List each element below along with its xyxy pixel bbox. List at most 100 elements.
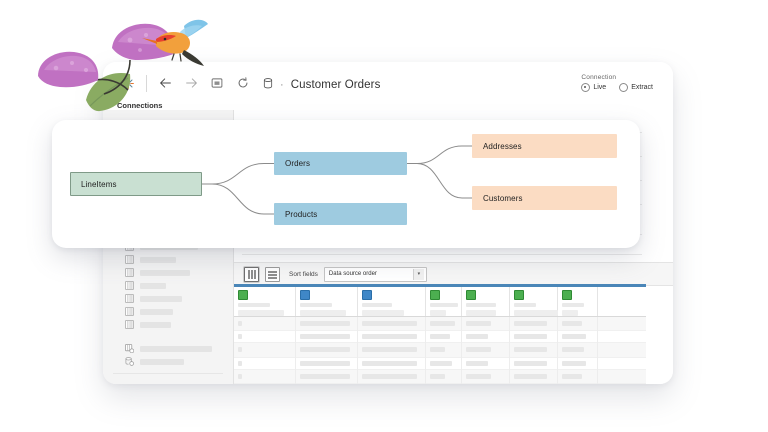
grid-header-row bbox=[234, 286, 646, 317]
sort-fields-value: Data source order bbox=[328, 271, 377, 277]
relationship-node-addresses[interactable]: Addresses bbox=[472, 134, 617, 158]
table-cell bbox=[426, 330, 462, 344]
table-row[interactable] bbox=[234, 382, 646, 384]
cell-value-placeholder bbox=[514, 373, 547, 379]
grid-column-header[interactable] bbox=[234, 286, 296, 316]
cell-value-placeholder bbox=[238, 334, 242, 340]
table-row[interactable] bbox=[234, 330, 646, 344]
arrow-right-icon[interactable] bbox=[178, 72, 204, 94]
chevron-down-icon[interactable]: ▾ bbox=[412, 268, 424, 280]
cell-value-placeholder bbox=[238, 321, 242, 327]
list-view-icon[interactable] bbox=[265, 266, 280, 282]
sidebar-table-item[interactable] bbox=[103, 266, 233, 279]
arrow-left-icon[interactable] bbox=[152, 72, 178, 94]
table-cell bbox=[426, 343, 462, 357]
grid-column-header[interactable] bbox=[510, 286, 558, 316]
grid-view-icon[interactable] bbox=[244, 266, 259, 282]
cell-value-placeholder bbox=[362, 360, 417, 366]
connection-option-extract[interactable]: Extract bbox=[619, 83, 653, 92]
table-cell bbox=[426, 356, 462, 370]
cell-value-placeholder bbox=[514, 321, 547, 327]
toolbar-icon-group bbox=[115, 72, 256, 94]
radio-live-icon[interactable] bbox=[581, 83, 591, 92]
column-source-placeholder bbox=[514, 309, 558, 316]
table-icon bbox=[125, 290, 134, 308]
grid-column-header[interactable] bbox=[558, 286, 598, 316]
relationship-edge bbox=[407, 163, 472, 199]
cell-value-placeholder bbox=[300, 334, 350, 340]
table-cell bbox=[462, 343, 510, 357]
grid-column-header[interactable] bbox=[426, 286, 462, 316]
table-cell bbox=[558, 369, 598, 383]
table-row[interactable] bbox=[234, 356, 646, 370]
toolbar-divider bbox=[146, 74, 147, 92]
sidebar-table-item[interactable] bbox=[103, 253, 233, 266]
cell-value-placeholder bbox=[362, 321, 417, 327]
grid-column-header[interactable] bbox=[296, 286, 358, 316]
tableau-logo-icon[interactable] bbox=[115, 72, 141, 94]
abc-field-icon bbox=[514, 289, 524, 300]
abc-field-icon bbox=[430, 289, 440, 300]
relationship-node-lineitems[interactable]: LineItems bbox=[70, 172, 202, 196]
sidebar-item-label-placeholder bbox=[140, 256, 176, 263]
window-titlebar: · Customer Orders Connection Live Extrac… bbox=[103, 62, 673, 110]
radio-extract-icon[interactable] bbox=[619, 83, 629, 92]
table-row[interactable] bbox=[234, 343, 646, 357]
cell-value-placeholder bbox=[430, 360, 452, 366]
page-title: Customer Orders bbox=[290, 79, 381, 91]
connection-option-live[interactable]: Live bbox=[581, 83, 606, 92]
cell-value-placeholder bbox=[514, 334, 547, 340]
sidebar-spacer bbox=[103, 331, 233, 342]
table-row[interactable] bbox=[234, 317, 646, 331]
table-cell bbox=[558, 356, 598, 370]
table-cell bbox=[558, 317, 598, 331]
table-row[interactable] bbox=[234, 369, 646, 383]
cell-value-placeholder bbox=[466, 334, 488, 340]
table-cell bbox=[358, 317, 426, 331]
sidebar-action-label-placeholder bbox=[140, 345, 212, 352]
cell-value-placeholder bbox=[514, 360, 547, 366]
table-cell bbox=[510, 330, 558, 344]
column-name-placeholder bbox=[300, 302, 332, 307]
table-cell bbox=[358, 356, 426, 370]
cell-value-placeholder bbox=[300, 321, 350, 327]
table-cell bbox=[462, 330, 510, 344]
sidebar-item-label-placeholder bbox=[140, 308, 173, 315]
grid-column-header[interactable] bbox=[358, 286, 426, 316]
grid-body bbox=[234, 317, 646, 384]
abc-field-icon bbox=[562, 289, 572, 300]
sidebar-action-item[interactable] bbox=[103, 355, 233, 368]
sidebar-table-item[interactable] bbox=[103, 318, 233, 331]
relationship-node-customers[interactable]: Customers bbox=[472, 186, 617, 210]
refresh-icon[interactable] bbox=[230, 72, 256, 94]
relationship-node-orders[interactable]: Orders bbox=[274, 152, 407, 175]
table-cell bbox=[296, 343, 358, 357]
save-icon[interactable] bbox=[204, 72, 230, 94]
relationship-node-label: Addresses bbox=[483, 141, 522, 151]
data-source-title: · Customer Orders bbox=[263, 78, 380, 92]
table-icon bbox=[125, 277, 134, 295]
sidebar-table-item[interactable] bbox=[103, 279, 233, 292]
column-name-placeholder bbox=[514, 302, 536, 307]
sort-fields-select[interactable]: Data source order ▾ bbox=[323, 266, 427, 282]
sidebar-action-label-placeholder bbox=[140, 358, 184, 365]
relationship-edge bbox=[202, 183, 274, 215]
column-name-placeholder bbox=[562, 302, 584, 307]
grid-column-header[interactable] bbox=[462, 286, 510, 316]
table-cell bbox=[510, 356, 558, 370]
data-grid[interactable] bbox=[234, 284, 673, 384]
sidebar-table-item[interactable] bbox=[103, 292, 233, 305]
cell-value-placeholder bbox=[238, 347, 242, 353]
relationship-node-products[interactable]: Products bbox=[274, 203, 407, 225]
cell-value-placeholder bbox=[562, 334, 586, 340]
sidebar-action-item[interactable] bbox=[103, 342, 233, 355]
table-cell bbox=[234, 369, 296, 383]
sidebar-table-item[interactable] bbox=[103, 305, 233, 318]
table-cell bbox=[462, 369, 510, 383]
table-cell bbox=[510, 382, 558, 384]
table-cell bbox=[358, 382, 426, 384]
table-cell bbox=[296, 369, 358, 383]
table-cell bbox=[234, 382, 296, 384]
table-cell bbox=[510, 317, 558, 331]
